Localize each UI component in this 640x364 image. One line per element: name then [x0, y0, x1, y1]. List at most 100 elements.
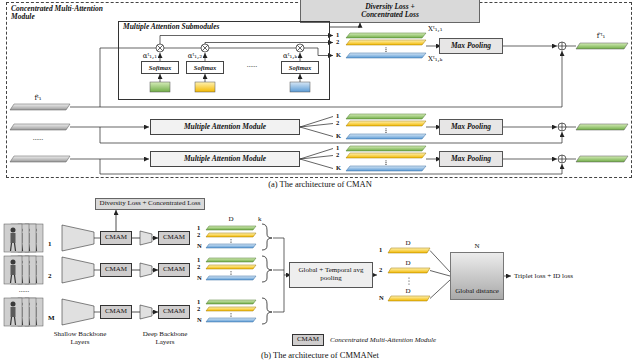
cmam-box: CMAM [158, 263, 190, 277]
index-number: 1 [379, 247, 382, 254]
wire [300, 74, 301, 82]
caption: (a) The architecture of CMAN [268, 180, 372, 190]
pooling-box: Global + Temporal avg pooling [289, 262, 373, 288]
dimension-label: N [474, 242, 479, 250]
output-feature [576, 43, 628, 162]
dimension-label: D [405, 259, 410, 267]
weight-symbol: αᵗ₁,₁ [143, 52, 157, 60]
pooling-box-text: Max Pooling [440, 153, 502, 165]
index-number: 2 [336, 39, 339, 46]
input-feature [10, 104, 70, 162]
wire [566, 127, 576, 128]
feature-symbol: f′ᵗ₁ [597, 32, 606, 40]
cmam-box: CMAM [100, 305, 132, 319]
pooling-box-text: Max Pooling [440, 121, 502, 133]
input-feature [10, 124, 70, 130]
wire [205, 43, 333, 45]
sequence-row [4, 224, 284, 252]
cmam-box-text: CMAM [163, 266, 185, 274]
wire [284, 238, 511, 312]
ellipsis-dots [408, 277, 409, 278]
index-number: 1 [336, 113, 339, 120]
wire [160, 74, 161, 82]
weight-symbol: αᵗ₁,₂ [188, 52, 202, 60]
wire [430, 251, 450, 299]
wire [504, 276, 511, 277]
multiply-symbol [156, 44, 164, 52]
distance-matrix: Global distance [450, 252, 504, 300]
add-symbol [558, 42, 566, 50]
index-number: 2 [197, 264, 200, 271]
attention-map [150, 82, 170, 92]
feature-stack [346, 33, 426, 58]
wire [70, 36, 576, 175]
multiply-symbol [201, 44, 209, 52]
feature-stack [346, 146, 426, 171]
dimension-label: D [405, 239, 410, 247]
dimension-label: D [405, 287, 410, 295]
cmam-box-text: CMAM [105, 234, 127, 242]
pooling-box: Max Pooling [439, 119, 503, 134]
feature-symbol: Xᵗ₁,ₖ [428, 55, 442, 63]
loss-box-text: Diversity Loss + Concentrated Loss [340, 1, 440, 22]
legend-label: Concentrated Multi-Attention Module [330, 336, 436, 344]
output-feature [576, 43, 628, 49]
wire [160, 36, 333, 45]
wire [100, 48, 296, 107]
connector [116, 210, 117, 231]
softmax-box: Softmax [281, 61, 319, 73]
index-number: K [336, 165, 341, 172]
cmam-box-text: CMAM [163, 234, 185, 242]
wire [500, 127, 557, 128]
softmax-box-text: Softmax [282, 63, 318, 72]
softmax-box-text: Softmax [142, 63, 178, 72]
wire [70, 51, 562, 107]
distance-matrix-text: Global distance [455, 288, 499, 296]
loss-box: Diversity Loss + Concentrated Loss [300, 0, 480, 23]
cmam-box-text: CMAM [163, 308, 185, 316]
attention-box-text: Multiple Attention Module [175, 121, 275, 133]
index-number: 2 [336, 152, 339, 159]
add-symbol [558, 123, 566, 131]
index-number: 1 [197, 225, 200, 232]
pooling-box-text: Max Pooling [440, 40, 502, 52]
pooled-feature [388, 248, 430, 301]
ellipsis-dots [408, 283, 409, 284]
multiply-symbol [296, 44, 304, 52]
cmam-box: CMAM [100, 231, 132, 245]
attention-box: Multiple Attention Module [150, 151, 300, 166]
index-number: 2 [197, 306, 200, 313]
wire [566, 159, 576, 160]
frame-index: 2 [48, 272, 52, 280]
wire [300, 149, 333, 169]
frame-index: M [48, 314, 55, 322]
weight-symbol: αᵗ₁,ₖ [283, 52, 297, 60]
wire [70, 127, 149, 128]
ellipsis: ...... [19, 286, 30, 294]
softmax-box: Softmax [141, 61, 179, 73]
attention-map [195, 82, 215, 92]
pooling-box-text: Global + Temporal avg pooling [290, 267, 372, 282]
output-feature [576, 156, 628, 162]
loss-label: Triplet loss + ID loss [514, 272, 573, 280]
wire [300, 117, 333, 137]
sequence-row [4, 298, 284, 326]
index-number: 1 [197, 257, 200, 264]
caption: (b) The architecture of CMMANet [261, 351, 379, 361]
index-number: N [197, 275, 202, 282]
add-symbol [558, 155, 566, 163]
pooling-box: Max Pooling [439, 151, 503, 166]
index-number: N [197, 317, 202, 324]
pooled-feature [388, 296, 430, 301]
pooled-feature [388, 248, 430, 253]
ellipsis-dots [408, 277, 409, 284]
index-number: 1 [197, 299, 200, 306]
module-frame: Concentrated Multi-Attention Module Diver… [6, 2, 632, 178]
ellipsis-dots [408, 280, 409, 281]
module-frame-text: Concentrated Multi-Attention Module [7, 3, 107, 24]
submodule-frame-text: Multiple Attention Submodules [119, 22, 219, 32]
softmax-box: Softmax [186, 61, 224, 73]
index-number: K [336, 52, 341, 59]
attention-box-text: Multiple Attention Module [175, 153, 275, 165]
